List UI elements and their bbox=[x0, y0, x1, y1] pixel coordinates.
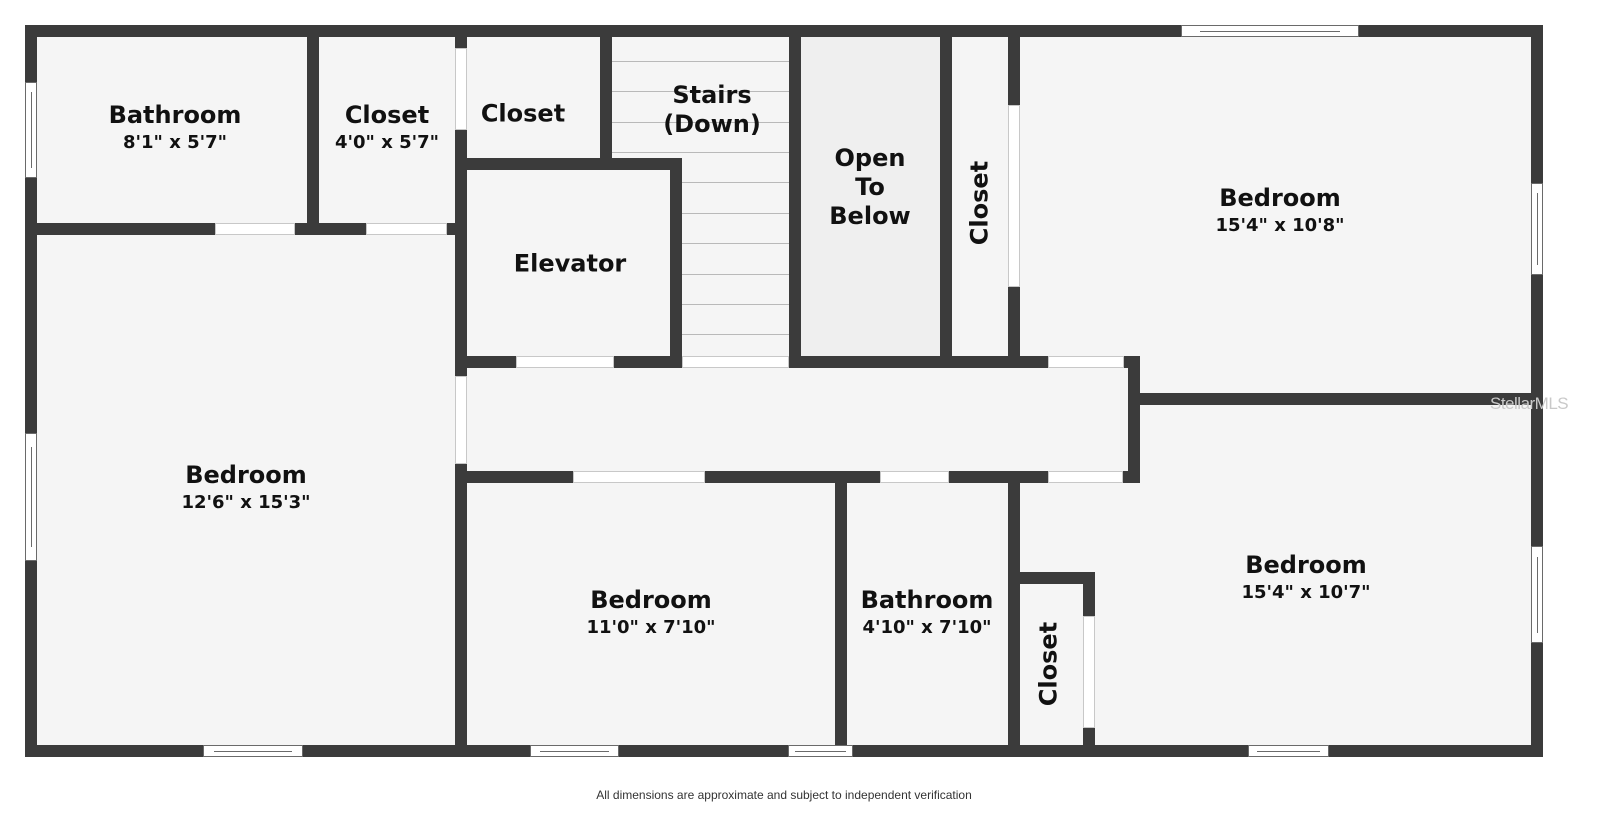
room-label-elevator: Elevator bbox=[514, 250, 627, 279]
stair-tread bbox=[682, 274, 789, 275]
room-label-bathroom-2: Bathroom 4'10" x 7'10" bbox=[861, 586, 994, 638]
window bbox=[1181, 25, 1359, 37]
room-label-bedroom-se: Bedroom 15'4" x 10'7" bbox=[1241, 551, 1370, 603]
floor-hallway bbox=[467, 368, 1128, 471]
door-opening bbox=[880, 471, 949, 483]
room-label-closet-1: Closet 4'0" x 5'7" bbox=[335, 101, 439, 153]
door-opening bbox=[573, 471, 705, 483]
room-label-closet-3: Closet bbox=[966, 161, 995, 245]
window bbox=[1248, 745, 1329, 757]
floor-closet-3 bbox=[952, 37, 1008, 356]
wall bbox=[600, 25, 612, 170]
room-name-line: Below bbox=[829, 201, 911, 230]
wall bbox=[1128, 356, 1140, 483]
floor-bedroom-s bbox=[467, 483, 835, 745]
room-dimensions: 12'6" x 15'3" bbox=[181, 491, 311, 513]
room-name-line: To bbox=[855, 172, 885, 201]
room-name: Bedroom bbox=[185, 460, 307, 489]
floor-elevator bbox=[467, 170, 670, 356]
stair-tread bbox=[682, 182, 789, 183]
stair-tread bbox=[682, 304, 789, 305]
room-name: Bathroom bbox=[860, 585, 994, 614]
disclaimer-text: All dimensions are approximate and subje… bbox=[596, 788, 972, 802]
floor-open-to-below bbox=[801, 37, 940, 356]
wall bbox=[940, 25, 952, 368]
room-dimensions: 4'10" x 7'10" bbox=[862, 616, 992, 638]
outer-wall-left bbox=[25, 25, 37, 757]
room-name: Bedroom bbox=[590, 585, 712, 614]
floor-bedroom-w bbox=[37, 235, 455, 745]
wall bbox=[455, 158, 682, 170]
stair-tread bbox=[612, 91, 789, 92]
room-label-bedroom-ne: Bedroom 15'4" x 10'8" bbox=[1215, 184, 1344, 236]
wall bbox=[789, 25, 801, 368]
floor-bedroom-se-upper bbox=[1140, 405, 1531, 745]
door-opening bbox=[1008, 105, 1020, 287]
floor-closet-1 bbox=[319, 37, 455, 223]
room-name: Stairs bbox=[672, 81, 752, 110]
room-dimensions: 8'1" x 5'7" bbox=[122, 131, 228, 153]
stair-tread bbox=[612, 61, 789, 62]
room-dimensions: 4'0" x 5'7" bbox=[334, 131, 440, 153]
window bbox=[1531, 546, 1543, 643]
outer-wall-right bbox=[1531, 25, 1543, 757]
room-name: Bedroom bbox=[1219, 183, 1341, 212]
room-name: Closet bbox=[480, 99, 566, 128]
floor-closet-2 bbox=[467, 37, 600, 158]
window bbox=[25, 82, 37, 178]
outer-wall-bottom bbox=[25, 745, 1543, 757]
wall bbox=[835, 471, 847, 757]
floor-bedroom-ne bbox=[1020, 37, 1531, 393]
room-label-open-to-below: Open To Below bbox=[829, 144, 910, 230]
stair-tread bbox=[612, 152, 789, 153]
room-label-closet-2: Closet bbox=[481, 100, 565, 129]
window bbox=[1531, 183, 1543, 275]
room-label-bathroom-1: Bathroom 8'1" x 5'7" bbox=[109, 101, 242, 153]
door-opening bbox=[455, 376, 467, 464]
room-name: Bedroom bbox=[1245, 550, 1367, 579]
stair-tread bbox=[682, 243, 789, 244]
door-opening bbox=[366, 223, 447, 235]
wall bbox=[670, 158, 682, 368]
door-opening bbox=[215, 223, 295, 235]
room-dimensions: 15'4" x 10'8" bbox=[1215, 214, 1345, 236]
room-name: Bathroom bbox=[108, 100, 242, 129]
window bbox=[788, 745, 853, 757]
room-dimensions: 11'0" x 7'10" bbox=[586, 616, 716, 638]
room-subname: (Down) bbox=[663, 110, 761, 138]
door-opening bbox=[1048, 356, 1124, 368]
room-label-bedroom-w: Bedroom 12'6" x 15'3" bbox=[181, 461, 310, 513]
room-name: Closet bbox=[965, 160, 994, 246]
room-name: Closet bbox=[1034, 621, 1063, 707]
wall bbox=[455, 471, 1140, 483]
room-label-bedroom-s: Bedroom 11'0" x 7'10" bbox=[586, 586, 715, 638]
door-opening bbox=[682, 356, 789, 368]
floor-bathroom-2 bbox=[847, 483, 1008, 745]
room-name: Elevator bbox=[513, 249, 627, 278]
outer-wall-top bbox=[25, 25, 1543, 37]
room-name: Closet bbox=[344, 100, 430, 129]
door-opening bbox=[1048, 471, 1123, 483]
room-name-line: Open bbox=[834, 143, 906, 172]
stair-tread bbox=[682, 334, 789, 335]
room-dimensions: 15'4" x 10'7" bbox=[1241, 581, 1371, 603]
room-label-stairs: Stairs (Down) bbox=[663, 81, 761, 139]
door-opening bbox=[455, 48, 467, 130]
watermark: StellarMLS bbox=[1490, 394, 1569, 413]
wall bbox=[1008, 572, 1095, 584]
window bbox=[530, 745, 619, 757]
floor-bathroom-1 bbox=[37, 37, 307, 223]
wall bbox=[1128, 393, 1543, 405]
stair-tread bbox=[612, 122, 789, 123]
door-opening bbox=[1083, 616, 1095, 728]
window bbox=[203, 745, 303, 757]
window bbox=[25, 433, 37, 561]
door-opening bbox=[516, 356, 614, 368]
stair-tread bbox=[682, 213, 789, 214]
wall bbox=[1008, 471, 1020, 757]
wall bbox=[307, 25, 319, 235]
room-label-closet-4: Closet bbox=[1035, 622, 1064, 706]
